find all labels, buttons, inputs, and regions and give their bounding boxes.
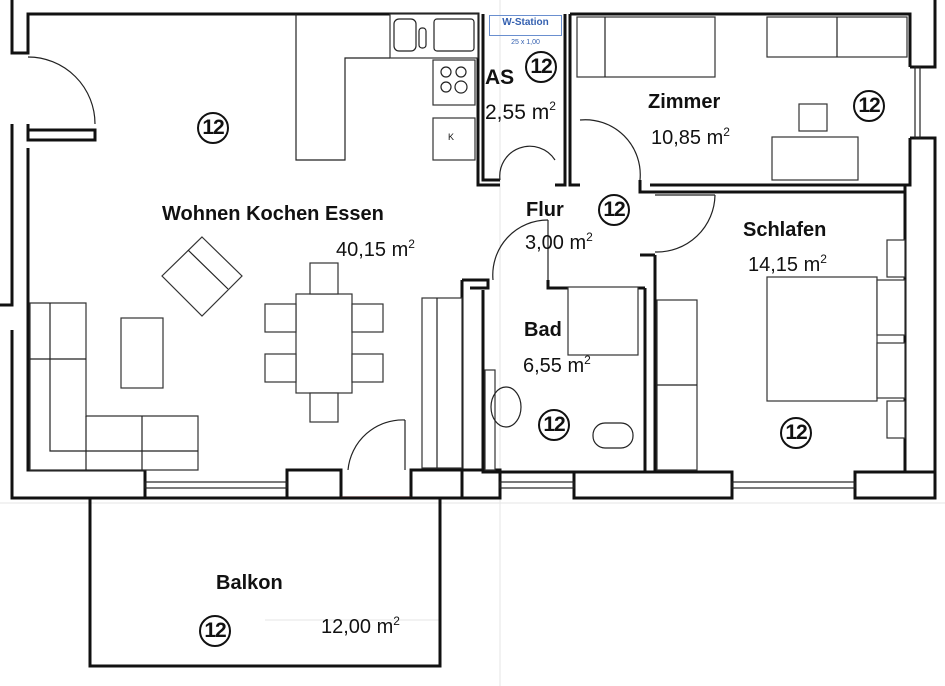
kitchen-symbol: K (448, 132, 455, 142)
washer-station-box: W-Station 25 x 1,00 (489, 15, 562, 46)
room-badge-balkon: 12 (199, 615, 231, 647)
bath-fixtures (484, 286, 639, 471)
room-area-balkon: 12,00 m2 (321, 614, 400, 638)
bedroom-furniture (656, 239, 906, 471)
room-area-as: 2,55 m2 (485, 99, 556, 124)
room-badge-zimmer: 12 (853, 90, 885, 122)
washer-station-label: W-Station (502, 17, 549, 28)
windows (144, 66, 921, 489)
zimmer-furniture (576, 16, 908, 181)
room-name-bad: Bad (524, 319, 562, 341)
exterior-walls (0, 0, 937, 500)
room-badge-wohnen: 12 (197, 112, 229, 144)
room-name-balkon: Balkon (216, 572, 283, 594)
room-area-wohnen: 40,15 m2 (336, 237, 415, 261)
washer-station-size: 25 x 1,00 (511, 39, 540, 46)
room-name-flur: Flur (526, 199, 564, 221)
kitchen-counter (295, 13, 479, 161)
room-name-schlafen: Schlafen (743, 219, 827, 241)
room-name-wohnen: Wohnen Kochen Essen (162, 203, 384, 225)
room-name-as: AS (485, 66, 515, 89)
doors (27, 56, 716, 471)
room-name-zimmer: Zimmer (648, 91, 721, 113)
room-badge-bad: 12 (538, 409, 570, 441)
room-area-schlafen: 14,15 m2 (748, 252, 827, 276)
room-badge-flur: 12 (598, 194, 630, 226)
living-furniture (29, 236, 463, 471)
room-area-flur: 3,00 m2 (525, 230, 593, 254)
room-area-zimmer: 10,85 m2 (651, 125, 730, 149)
balcony-outline (88, 496, 442, 668)
room-badge-schlafen: 12 (780, 417, 812, 449)
room-area-bad: 6,55 m2 (523, 353, 591, 377)
room-badge-as: 12 (525, 51, 557, 83)
